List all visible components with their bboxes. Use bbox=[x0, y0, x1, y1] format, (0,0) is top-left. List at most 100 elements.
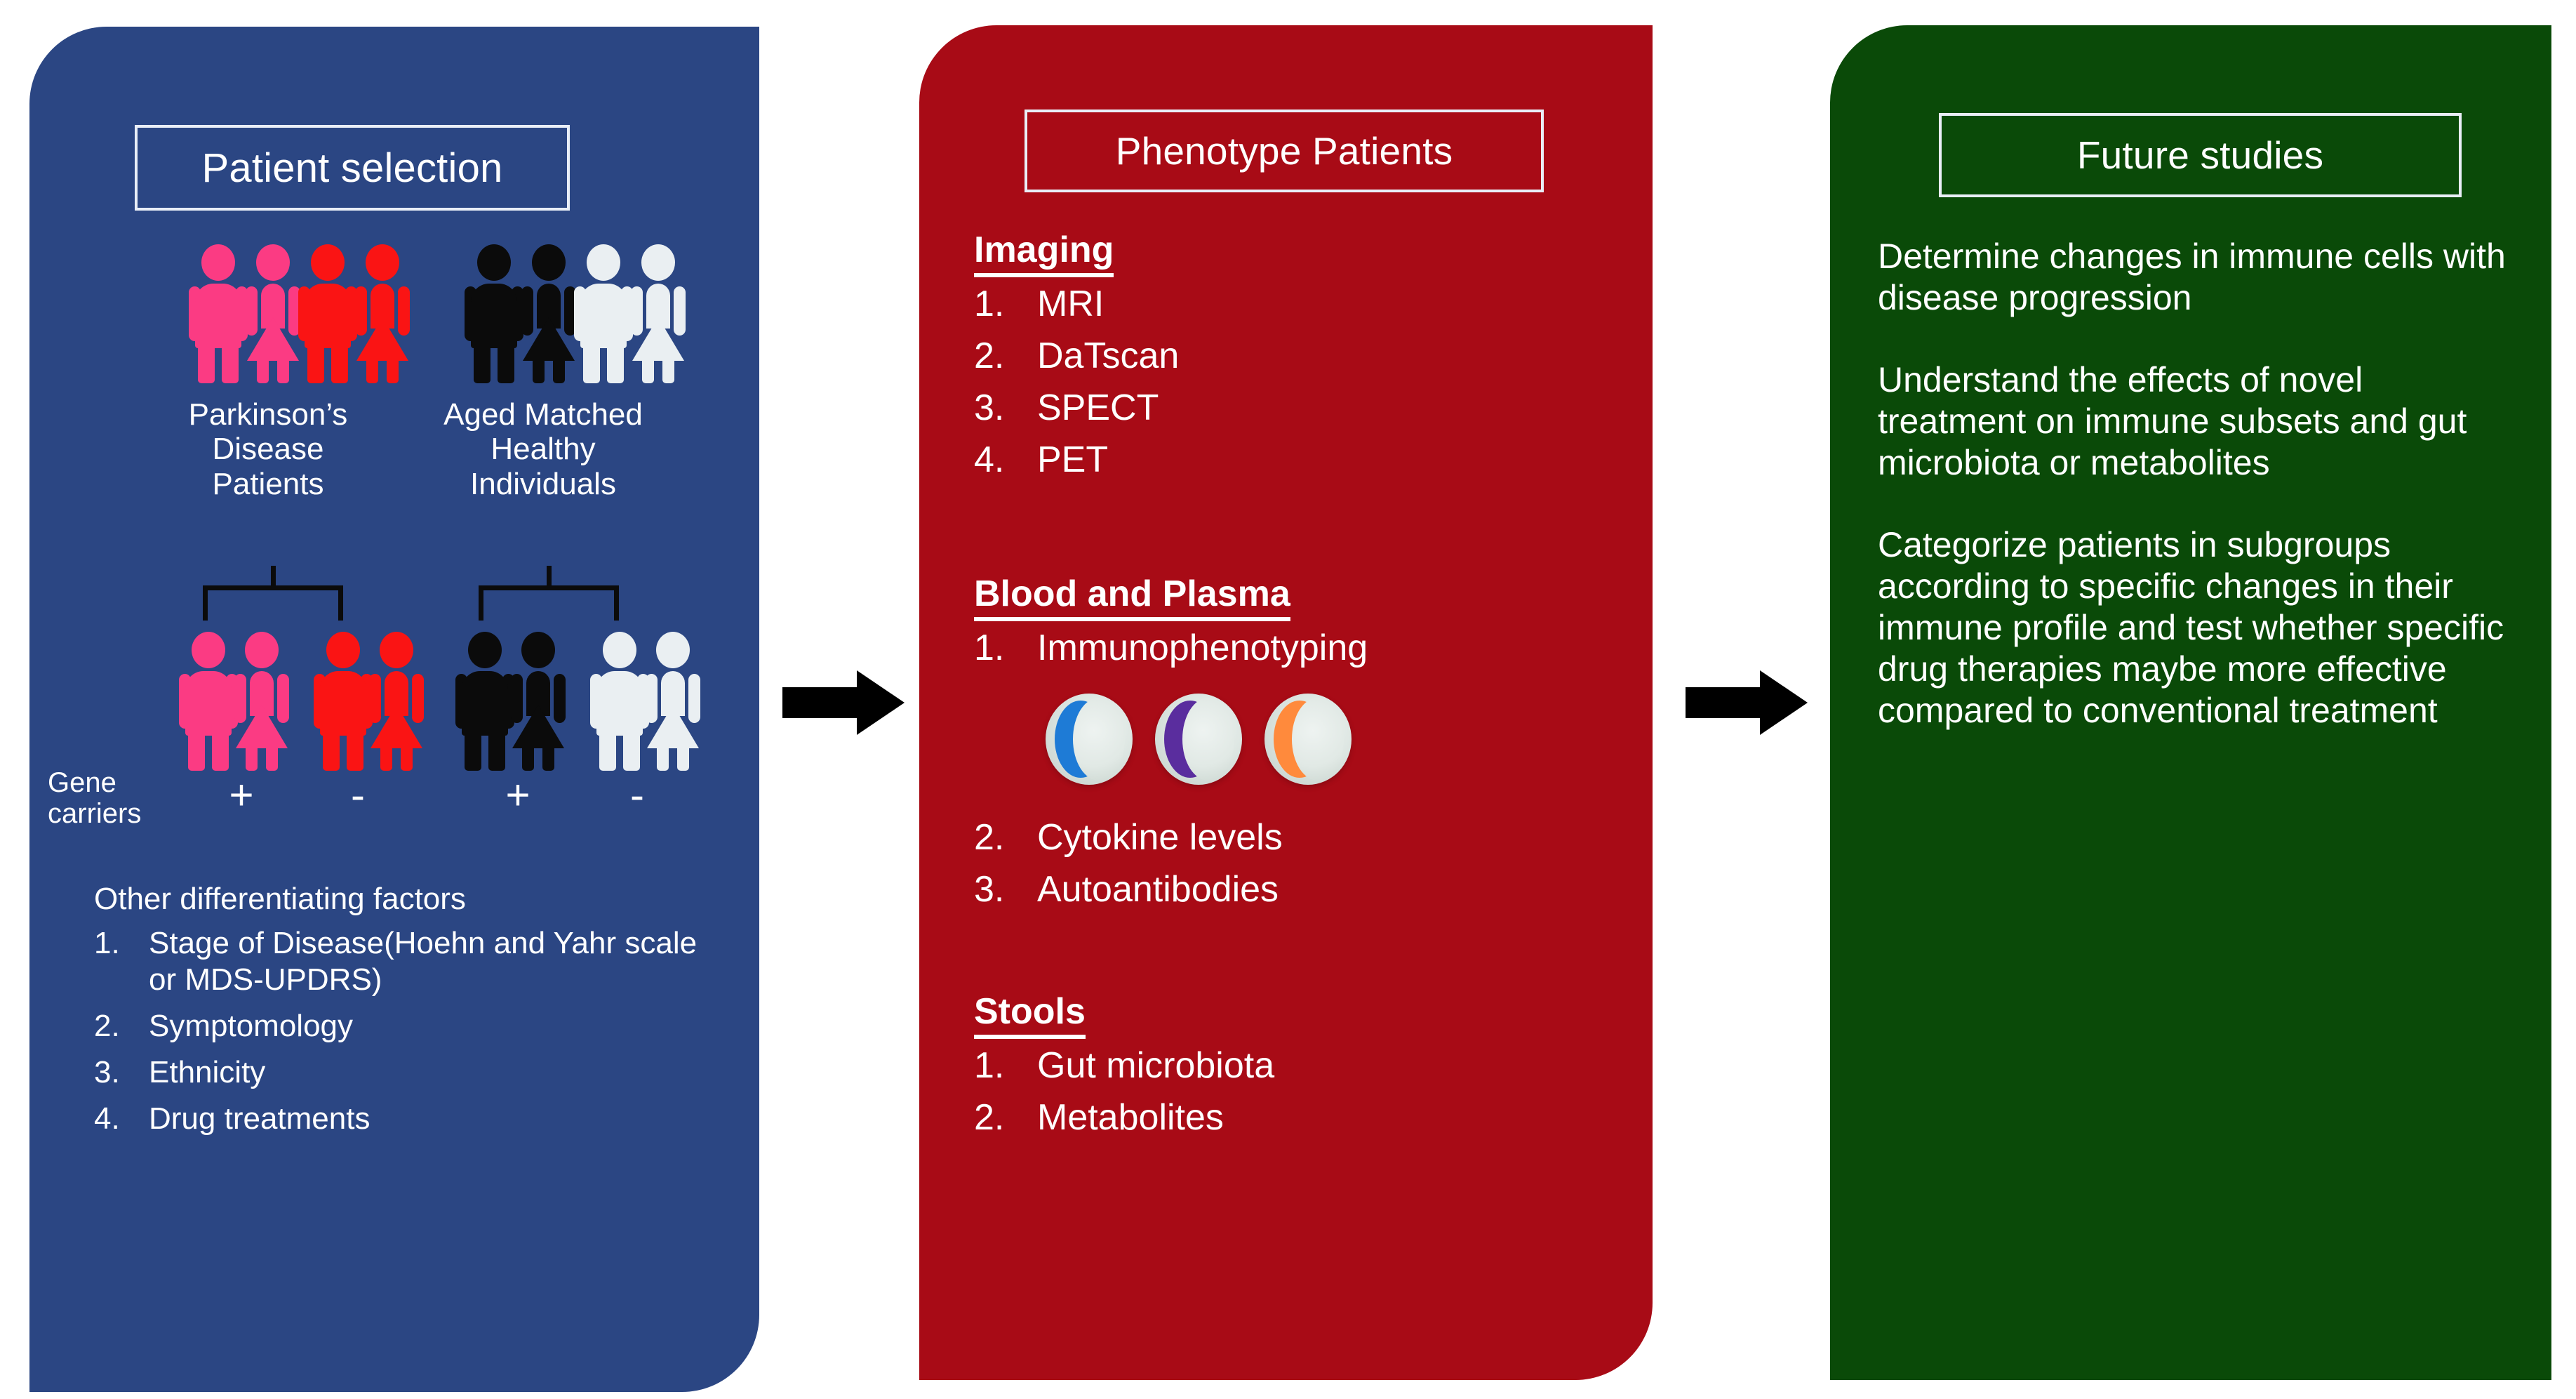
list-item-number: 1. bbox=[974, 628, 1005, 668]
panel-phenotype-patients: Phenotype Patients Imaging 1. MRI 2. DaT… bbox=[919, 25, 1653, 1380]
other-factors-list: 1. Stage of Disease(Hoehn and Yahr scale… bbox=[94, 925, 712, 1137]
list-item-number: 3. bbox=[974, 869, 1005, 910]
list-item-label: Stage of Disease(Hoehn and Yahr scale or… bbox=[149, 926, 698, 997]
list-item-label: Symptomology bbox=[149, 1008, 354, 1043]
list-item: 1. Stage of Disease(Hoehn and Yahr scale… bbox=[94, 925, 712, 998]
list-item: 4. PET bbox=[974, 442, 1634, 478]
person-icon-red-man bbox=[314, 632, 373, 771]
section-blood-and-plasma: Blood and Plasma 1. Immunophenotyping 2.… bbox=[974, 573, 1634, 923]
other-factors-title: Other differentiating factors bbox=[94, 882, 466, 916]
list-item-label: SPECT bbox=[1037, 387, 1159, 428]
person-icon-black-man bbox=[455, 632, 514, 771]
list-item-number: 2. bbox=[974, 817, 1005, 858]
gene-carriers-label: Gene carriers bbox=[48, 767, 142, 829]
cohort-group-parkinsons-split bbox=[179, 632, 424, 771]
list-item-number: 2. bbox=[974, 336, 1005, 376]
list-item-number: 2. bbox=[94, 1008, 120, 1043]
list-item-number: 4. bbox=[94, 1101, 120, 1136]
stools-list: 1. Gut microbiota 2. Metabolites bbox=[974, 1047, 1634, 1136]
subgroup-pd-gene-positive bbox=[179, 632, 289, 771]
list-item-number: 1. bbox=[94, 926, 120, 960]
person-icon-pink-man bbox=[189, 244, 248, 383]
list-item-label: MRI bbox=[1037, 284, 1105, 324]
list-item: 3. Ethnicity bbox=[94, 1054, 712, 1091]
list-item-label: Metabolites bbox=[1037, 1097, 1224, 1138]
cohort-group-parkinsons bbox=[189, 244, 410, 383]
cohort-label-parkinsons: Parkinson’s Disease Patients bbox=[188, 397, 348, 501]
blood-list: 1. Immunophenotyping bbox=[974, 630, 1634, 666]
bracket-parkinsons bbox=[203, 566, 343, 625]
immune-cell-blue-icon bbox=[1046, 694, 1133, 785]
list-item-label: Drug treatments bbox=[149, 1101, 371, 1136]
list-item-label: Gut microbiota bbox=[1037, 1045, 1275, 1086]
cohort-group-healthy-split bbox=[455, 632, 700, 771]
panel-future-studies: Future studies Determine changes in immu… bbox=[1830, 25, 2551, 1380]
person-icon-red-woman bbox=[355, 244, 410, 383]
immune-cell-group bbox=[1046, 694, 1352, 785]
person-icon-black-woman bbox=[511, 632, 566, 771]
list-item: 2. Metabolites bbox=[974, 1099, 1634, 1136]
list-item-number: 1. bbox=[974, 1045, 1005, 1086]
cohort-overview-row bbox=[29, 244, 759, 392]
list-item-number: 4. bbox=[974, 439, 1005, 480]
list-item-number: 3. bbox=[974, 387, 1005, 428]
section-stools: Stools 1. Gut microbiota 2. Metabolites bbox=[974, 990, 1634, 1151]
person-icon-pink-woman bbox=[246, 244, 300, 383]
section-imaging: Imaging 1. MRI 2. DaTscan 3. SPECT 4. PE… bbox=[974, 229, 1634, 493]
panel-title-future-studies: Future studies bbox=[1939, 113, 2462, 197]
imaging-list: 1. MRI 2. DaTscan 3. SPECT 4. PET bbox=[974, 286, 1634, 478]
immune-cell-orange-icon bbox=[1264, 694, 1352, 785]
list-item: 2. DaTscan bbox=[974, 338, 1634, 374]
person-icon-white-woman bbox=[646, 632, 700, 771]
list-item: 2. Cytokine levels bbox=[974, 819, 1634, 856]
subgroup-hc-gene-positive bbox=[455, 632, 566, 771]
person-icon-white-man bbox=[590, 632, 649, 771]
cohort-genecarrier-row bbox=[29, 632, 759, 771]
list-item-label: DaTscan bbox=[1037, 336, 1180, 376]
list-item: 1. Immunophenotyping bbox=[974, 630, 1634, 666]
person-icon-black-woman bbox=[521, 244, 576, 383]
list-item: 4. Drug treatments bbox=[94, 1101, 712, 1137]
list-item: 3. Autoantibodies bbox=[974, 871, 1634, 908]
list-item-number: 2. bbox=[974, 1097, 1005, 1138]
list-item: 1. Gut microbiota bbox=[974, 1047, 1634, 1084]
panel-title-patient-selection: Patient selection bbox=[135, 125, 570, 211]
list-item: 3. SPECT bbox=[974, 390, 1634, 426]
cohort-label-healthy: Aged Matched Healthy Individuals bbox=[443, 397, 643, 501]
gene-sign-pd-negative: - bbox=[351, 771, 365, 818]
list-item: 2. Symptomology bbox=[94, 1008, 712, 1045]
section-heading-blood-and-plasma: Blood and Plasma bbox=[974, 573, 1290, 621]
list-item-label: PET bbox=[1037, 439, 1109, 480]
person-icon-pink-woman bbox=[234, 632, 289, 771]
blood-list-continued: 2. Cytokine levels 3. Autoantibodies bbox=[974, 819, 1634, 908]
list-item-number: 1. bbox=[974, 284, 1005, 324]
other-differentiating-factors: Other differentiating factors 1. Stage o… bbox=[94, 882, 712, 1147]
future-study-paragraph: Categorize patients in subgroups accordi… bbox=[1878, 525, 2504, 730]
future-studies-body: Determine changes in immune cells with d… bbox=[1878, 236, 2509, 731]
list-item: 1. MRI bbox=[974, 286, 1634, 322]
gene-sign-hc-negative: - bbox=[630, 771, 644, 818]
list-item-label: Ethnicity bbox=[149, 1054, 266, 1089]
immune-cell-purple-icon bbox=[1155, 694, 1242, 785]
gene-sign-hc-positive: + bbox=[505, 771, 530, 818]
future-study-paragraph: Determine changes in immune cells with d… bbox=[1878, 237, 2506, 317]
section-heading-stools: Stools bbox=[974, 990, 1086, 1039]
section-heading-imaging: Imaging bbox=[974, 229, 1114, 277]
list-item-label: Immunophenotyping bbox=[1037, 628, 1368, 668]
arrow-blue-to-red-icon bbox=[782, 670, 905, 735]
subgroup-hc-gene-negative bbox=[590, 632, 700, 771]
person-icon-white-woman bbox=[631, 244, 686, 383]
person-icon-black-man bbox=[465, 244, 523, 383]
person-icon-red-man bbox=[298, 244, 357, 383]
list-item-label: Autoantibodies bbox=[1037, 869, 1279, 910]
person-icon-red-woman bbox=[369, 632, 424, 771]
subgroup-pd-gene-negative bbox=[314, 632, 424, 771]
future-study-paragraph: Understand the effects of novel treatmen… bbox=[1878, 360, 2467, 482]
cohort-group-healthy bbox=[465, 244, 686, 383]
list-item-label: Cytokine levels bbox=[1037, 817, 1283, 858]
panel-title-phenotype-patients: Phenotype Patients bbox=[1025, 110, 1544, 192]
panel-patient-selection: Patient selection bbox=[29, 27, 759, 1392]
person-icon-white-man bbox=[574, 244, 633, 383]
person-icon-pink-man bbox=[179, 632, 238, 771]
